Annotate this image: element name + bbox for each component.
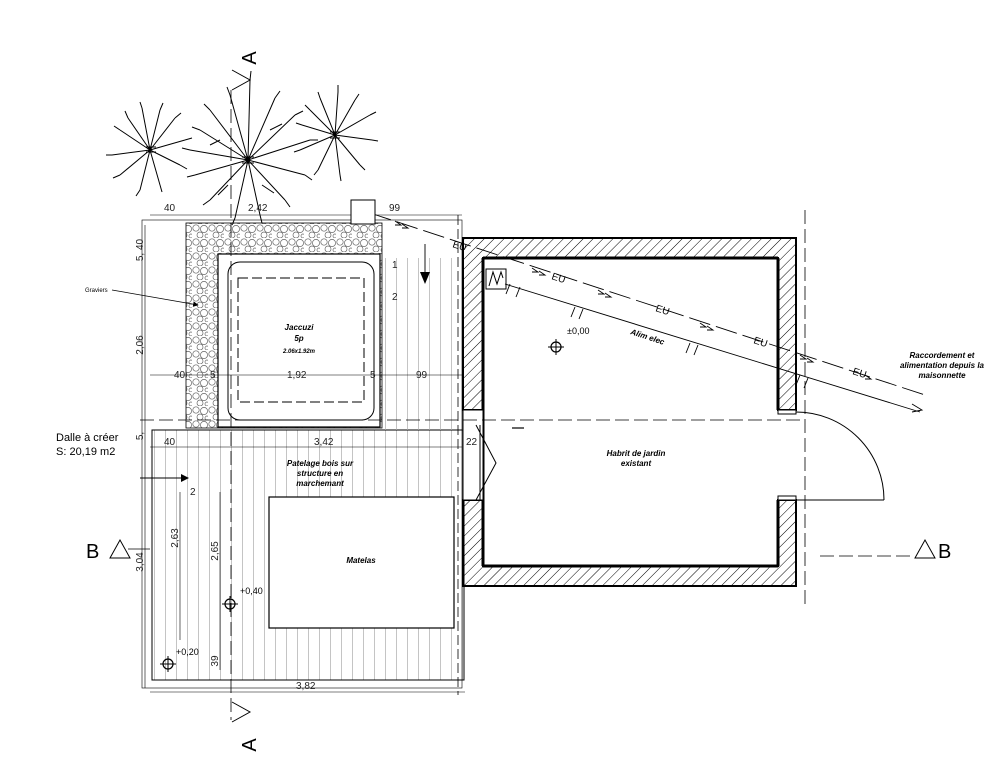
manhole [350,199,376,225]
dim-small-2b: 2 [190,487,196,498]
slab-outline [141,219,463,689]
eu-label-5: EU [851,366,868,381]
trees [106,70,379,226]
dim-192: 1,92 [287,370,307,381]
section-a-top: A [239,51,261,65]
deck-label-3: marchemant [296,479,344,488]
alim-elec-label: Alim elec [628,327,666,347]
jacuzzi-name: Jaccuzi [285,323,315,332]
dim-v-263: 2,63 [170,528,181,548]
dim-v-5-b: 5, [135,432,146,440]
raccordement-label-2: alimentation depuis la [900,361,985,370]
eu-label-3: EU [654,303,671,318]
section-markers [109,69,936,723]
section-b-left: B [86,541,99,563]
section-lines [128,90,915,720]
jacuzzi-size: 2.06x1.92m [282,349,316,355]
tree-right-icon [293,85,379,182]
dim-5-mid-a: 5 [210,370,216,381]
matelas [268,496,455,629]
graviers-label: Graviers [85,288,108,294]
dim-22: 22 [466,437,478,448]
dim-5-mid-b: 5 [370,370,376,381]
down-arrow-icon [420,272,430,284]
dim-small-1: 1 [392,260,398,271]
dalle-area: S: 20,19 m2 [56,446,115,458]
dim-v-265: 2,65 [210,541,221,561]
dim-small-2: 2 [392,292,398,303]
dim-99-top: 99 [389,203,401,214]
level-markers [160,339,564,672]
tree-left-icon [106,101,193,197]
utility-lines [369,212,926,413]
level-2: +0,20 [176,647,199,657]
dimension-lines [144,214,465,693]
dim-342: 3,42 [314,437,334,448]
electric-panel-icon [485,268,507,290]
deck-label-1: Patelage bois sur [287,459,354,468]
dim-40-low: 40 [164,437,176,448]
dim-v-206: 2,06 [135,335,146,355]
deck-planks-upper [382,258,464,430]
dim-v-39: 39 [210,655,221,667]
dim-40-mid: 40 [174,370,186,381]
eu-label-4: EU [752,335,769,350]
level-marker-icon [548,339,564,355]
graviers-leader [111,289,199,307]
dim-99-mid: 99 [416,370,428,381]
section-a-bottom: A [239,738,261,752]
shed-label-1: Habrit de jardin [607,449,666,458]
level-marker-icon [160,656,176,672]
dim-382: 3,82 [296,681,316,692]
level-marker-icon [222,596,238,612]
jacuzzi [217,253,381,428]
dim-242: 2,42 [248,203,268,214]
eu-label-1: EU [451,239,468,254]
shed-label-2: existant [621,459,652,468]
raccordement-label-1: Raccordement et [910,351,975,360]
section-b-right: B [938,541,951,563]
jacuzzi-places: 5p [294,334,303,343]
dim-v-5-top: 5, 40 [135,238,146,261]
level-1: +0,40 [240,586,263,596]
tree-center-icon [181,70,318,226]
matelas-label: Matelas [346,556,376,565]
level-0: ±0,00 [567,326,589,336]
eu-label-2: EU [550,271,567,286]
raccordement-label-3: maisonnette [918,371,966,380]
deck-label-2: structure en [297,469,343,478]
dalle-title: Dalle à créer [56,432,119,444]
dim-v-304: 3,04 [135,552,146,572]
garden-shed [462,237,885,587]
dim-40-top: 40 [164,203,176,214]
